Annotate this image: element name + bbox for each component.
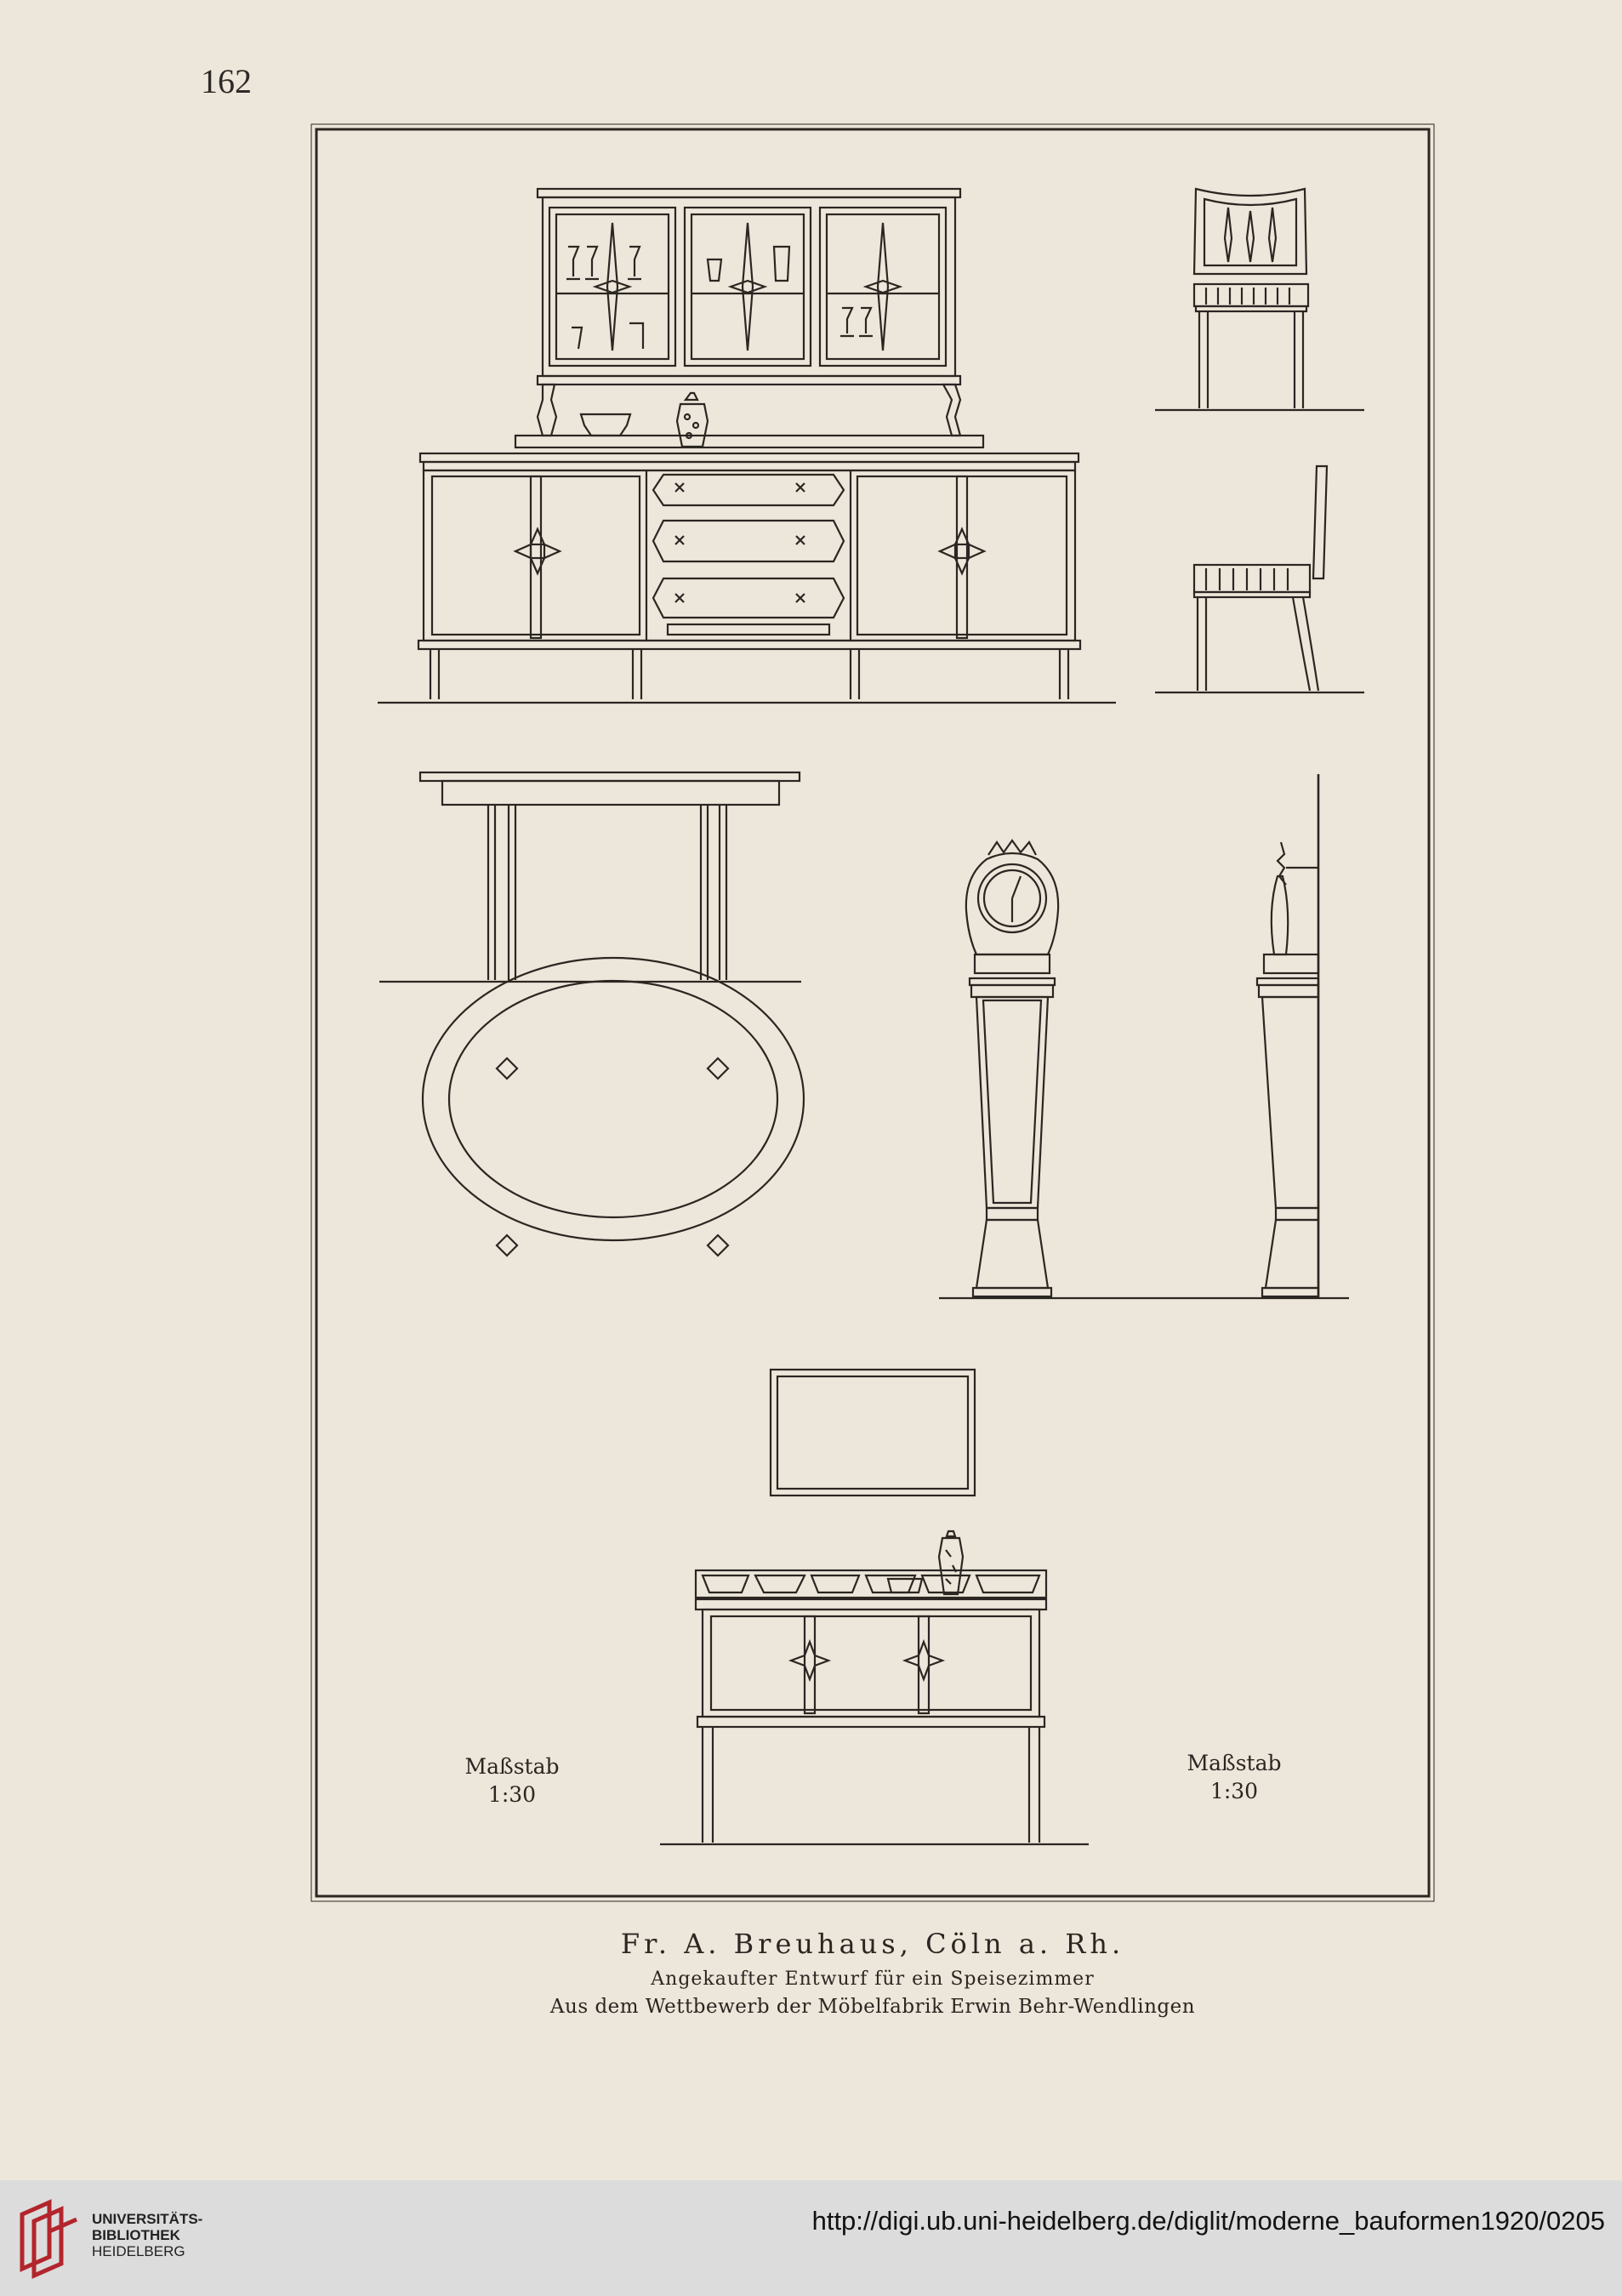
sideboard-elevation: [378, 187, 1116, 704]
caption-author: Fr. A. Breuhaus, Cöln a. Rh.: [620, 1928, 1125, 1960]
scale-title: Maßstab: [1187, 1751, 1282, 1775]
table-plan: [421, 956, 805, 1257]
plate-frame: [315, 128, 1431, 1898]
scale-label-left: Maßstab 1:30: [427, 1752, 597, 1809]
library-name-line: HEIDELBERG: [92, 2243, 185, 2259]
library-name-line: BIBLIOTHEK: [92, 2227, 180, 2243]
serving-cabinet-elevation: [660, 1530, 1089, 1846]
footer-bar: UNIVERSITÄTS- BIBLIOTHEK HEIDELBERG http…: [0, 2180, 1622, 2296]
caption-source: Aus dem Wettbewerb der Möbelfabrik Erwin…: [549, 1996, 1196, 2018]
furniture-plate-drawing: [310, 123, 1435, 1902]
scale-label-right: Maßstab 1:30: [1149, 1749, 1319, 1805]
chair-front-elevation: [1155, 187, 1364, 412]
source-url-link[interactable]: http://digi.ub.uni-heidelberg.de/diglit/…: [811, 2206, 1605, 2236]
wall-mirror: [769, 1368, 976, 1497]
scale-ratio: 1:30: [1209, 1779, 1259, 1803]
scale-title: Maßstab: [464, 1754, 560, 1779]
clock-front-elevation: [939, 839, 1349, 1300]
clock-side-elevation: [1255, 774, 1320, 1298]
library-name: UNIVERSITÄTS- BIBLIOTHEK HEIDELBERG: [92, 2211, 202, 2259]
university-library-logo-icon[interactable]: [15, 2197, 87, 2279]
scale-ratio: 1:30: [487, 1782, 537, 1807]
library-name-line: UNIVERSITÄTS-: [92, 2211, 203, 2227]
table-elevation: [379, 771, 801, 983]
page-number: 162: [201, 62, 252, 100]
chair-side-elevation: [1155, 464, 1364, 694]
caption-title: Angekaufter Entwurf für ein Speisezimmer: [651, 1968, 1095, 1990]
